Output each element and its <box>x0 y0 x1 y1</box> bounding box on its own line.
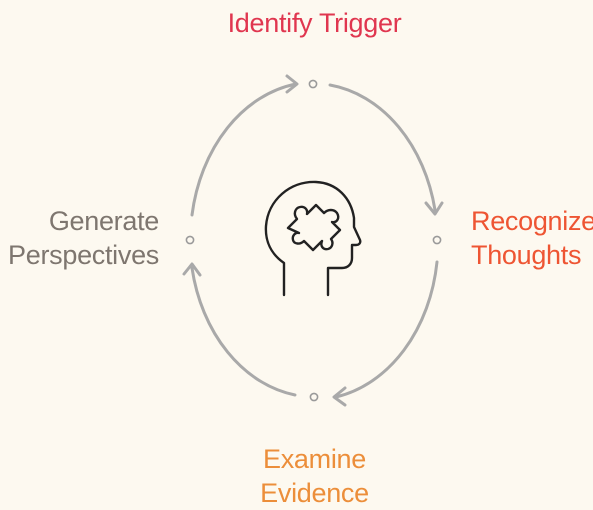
node-left <box>185 235 195 245</box>
cycle-arrow-top-right <box>328 83 437 212</box>
step-label-line: Identify Trigger <box>227 8 402 38</box>
step-label-identify-trigger: Identify Trigger <box>0 6 593 40</box>
node-right <box>432 235 442 245</box>
step-label-line: Examine <box>263 444 366 474</box>
arrowhead-top <box>285 74 299 94</box>
head-outline <box>264 180 362 297</box>
cycle-arrow-right-bottom <box>334 260 439 399</box>
step-label-line: Perspectives <box>8 240 159 270</box>
arrowhead-right <box>424 201 444 216</box>
step-label-line: Thoughts <box>471 240 582 270</box>
cycle-arrow-bottom-left <box>190 266 297 397</box>
node-top <box>308 79 318 89</box>
puzzle-piece <box>286 203 342 252</box>
step-label-line: Evidence <box>260 478 369 508</box>
arrowhead-bottom <box>332 386 347 407</box>
step-label-line: Generate <box>48 206 159 236</box>
head-with-puzzle-piece-icon <box>264 180 362 297</box>
step-label-recognize-thoughts: Recognize Thoughts <box>471 204 593 272</box>
step-label-examine-evidence: Examine Evidence <box>0 442 593 510</box>
arrowhead-left <box>182 262 202 277</box>
step-label-generate-perspectives: Generate Perspectives <box>8 204 159 272</box>
step-label-line: Recognize <box>471 206 593 236</box>
node-bottom <box>309 392 319 402</box>
cycle-arrow-left-top <box>190 82 298 217</box>
